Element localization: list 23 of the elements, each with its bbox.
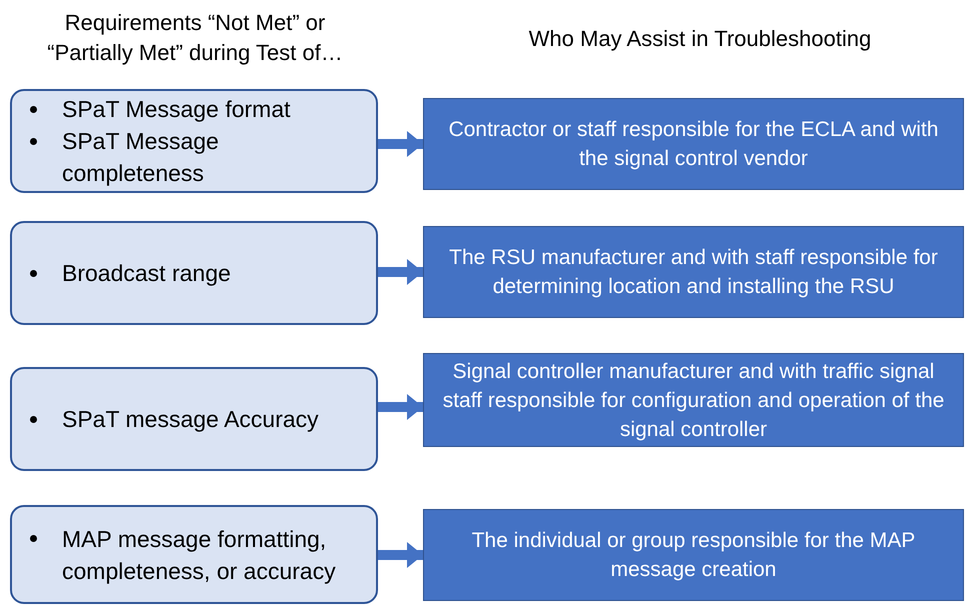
bullet-text: SPaT Message completeness xyxy=(62,127,220,188)
arrow xyxy=(378,542,423,568)
bullet-text: MAP message formatting, completeness, or accuracy xyxy=(62,524,337,586)
assist-text: The RSU manufacturer and with staff responsible for determining location and installing the RSU xyxy=(448,245,939,300)
assist-box xyxy=(423,353,964,447)
arrow xyxy=(378,394,423,420)
column-heading: Requirements “Not Met” or “Partially Met” during Test of… xyxy=(46,9,344,67)
requirement-box xyxy=(10,367,378,471)
bullet-text: SPaT message Accuracy xyxy=(62,405,319,434)
bullet-text: SPaT Message format xyxy=(62,95,290,124)
assist-text: The individual or group responsible for the MAP message creation xyxy=(470,528,916,583)
assist-box xyxy=(423,509,964,601)
column-heading: Who May Assist in Troubleshooting xyxy=(528,25,872,53)
requirement-box xyxy=(10,505,378,604)
bullet-text: Broadcast range xyxy=(62,259,231,288)
assist-text: Signal controller manufacturer and with traffic signal staff responsible for configuration and operation of the signal controller xyxy=(442,358,945,442)
assist-box xyxy=(423,98,964,190)
requirement-box xyxy=(10,89,378,193)
requirement-box xyxy=(10,221,378,325)
arrow xyxy=(378,259,423,285)
assist-text: Contractor or staff responsible for the ECLA and with the signal control vendor xyxy=(448,117,940,172)
arrow xyxy=(378,131,423,157)
assist-box xyxy=(423,226,964,318)
